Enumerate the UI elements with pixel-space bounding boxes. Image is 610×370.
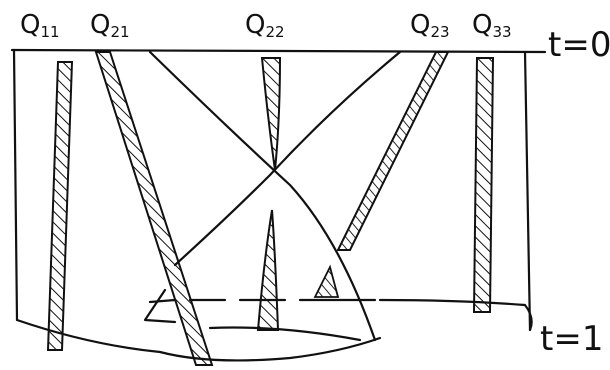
inner-bottom-curve [208,326,362,342]
right-boundary-line [523,50,532,332]
arrow-head [143,288,177,324]
left-boundary-line [12,48,19,322]
band-q33 [472,57,495,313]
band-q21 [94,51,214,366]
label-q21: Q21 [90,10,130,41]
band-q11 [46,61,74,351]
time-label-end: t=1 [540,319,604,359]
band-q23 [336,51,450,251]
small-hatched-triangle [313,264,340,298]
top-boundary-line [10,48,547,54]
label-q23: Q23 [410,10,450,41]
label-q22: Q22 [245,10,285,41]
label-q11: Q11 [20,10,60,41]
time-label-start: t=0 [548,25,610,65]
band-q22-upper [260,57,282,171]
right-bottom-line [378,298,533,332]
label-q33: Q33 [472,10,512,41]
worldline-right-to-left [173,50,402,267]
worldline-left-to-right [148,50,377,342]
band-q22-lower [256,209,280,331]
